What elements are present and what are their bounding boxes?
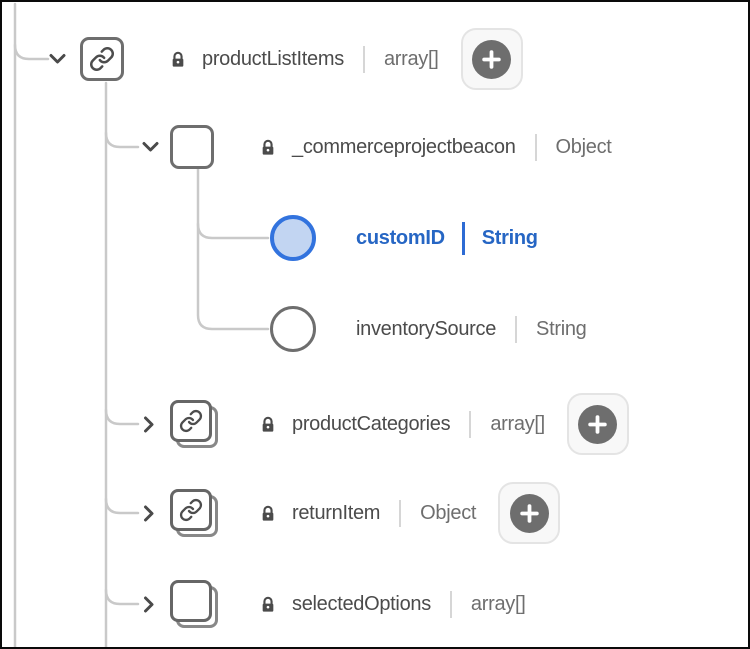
- object-field-icon[interactable]: [170, 125, 214, 169]
- lock-icon: [260, 504, 276, 523]
- name-type-divider: [534, 133, 537, 161]
- field-type-label: Object: [420, 501, 477, 524]
- add-field-button[interactable]: [460, 28, 523, 90]
- chain-link-icon: [179, 498, 203, 522]
- chevron-right-icon[interactable]: [143, 416, 155, 433]
- name-type-divider: [449, 590, 452, 618]
- field-type-label: String: [536, 317, 587, 340]
- field-name-label: productCategories: [292, 412, 451, 435]
- tree-node-product-list-items[interactable]: productListItems array[]: [80, 27, 523, 91]
- lock-icon: [260, 595, 276, 614]
- tree-node-inventory-source[interactable]: inventorySource String: [270, 297, 587, 361]
- chevron-down-icon[interactable]: [49, 53, 66, 65]
- chain-link-icon: [90, 47, 114, 71]
- plus-icon: [578, 404, 618, 444]
- tree-node-product-categories[interactable]: productCategories array[]: [170, 392, 629, 456]
- chain-link-icon: [179, 409, 203, 433]
- linked-array-stack-icon[interactable]: [170, 400, 218, 448]
- name-type-divider: [469, 410, 472, 438]
- plus-icon: [509, 493, 549, 533]
- field-type-label: array[]: [490, 412, 545, 435]
- linked-array-field-icon[interactable]: [80, 37, 124, 81]
- field-name-label: customID: [356, 226, 445, 249]
- field-type-label: array[]: [383, 47, 439, 70]
- tree-node-commerceprojectbeacon[interactable]: _commerceprojectbeacon Object: [170, 115, 612, 179]
- chevron-down-icon[interactable]: [142, 141, 159, 153]
- array-stack-icon[interactable]: [170, 580, 218, 628]
- field-type-label: String: [481, 226, 538, 249]
- field-type-label: Object: [555, 135, 612, 158]
- lock-icon: [260, 415, 276, 434]
- field-name-label: inventorySource: [356, 317, 497, 340]
- name-type-divider: [399, 499, 402, 527]
- chevron-right-icon[interactable]: [143, 505, 155, 522]
- field-name-label: productListItems: [202, 47, 344, 70]
- lock-icon: [260, 138, 276, 157]
- plus-icon: [472, 39, 512, 79]
- name-type-divider: [515, 315, 518, 343]
- field-type-label: array[]: [470, 592, 526, 615]
- linked-object-stack-icon[interactable]: [170, 489, 218, 537]
- field-name-label: selectedOptions: [292, 592, 431, 615]
- tree-node-selected-options[interactable]: selectedOptions array[]: [170, 572, 526, 636]
- tree-node-custom-id[interactable]: customID String: [270, 206, 538, 270]
- tree-node-return-item[interactable]: returnItem Object: [170, 481, 561, 545]
- lock-icon: [170, 50, 186, 69]
- selected-field-circle-icon[interactable]: [270, 215, 316, 261]
- field-name-label: returnItem: [292, 501, 381, 524]
- field-circle-icon[interactable]: [270, 306, 316, 352]
- name-type-divider: [362, 45, 365, 73]
- add-field-button[interactable]: [498, 482, 561, 544]
- name-type-divider: [461, 221, 465, 255]
- field-name-label: _commerceprojectbeacon: [292, 135, 516, 158]
- add-field-button[interactable]: [566, 393, 629, 455]
- chevron-right-icon[interactable]: [143, 596, 155, 613]
